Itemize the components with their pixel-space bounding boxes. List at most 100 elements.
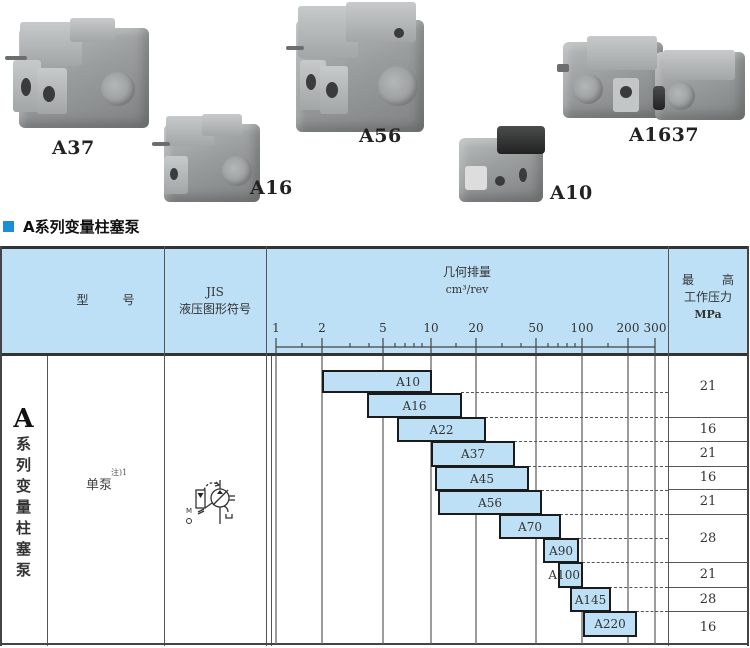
product-label-a1637: A1637 [629,124,700,146]
svg-text:M: M [186,507,192,515]
table-header [0,246,748,356]
bar-label: A16 [402,398,427,413]
series-label: A 系 列 变 量 柱 塞 泵 [0,404,47,581]
series-char: 塞 [15,540,31,558]
header-displacement-title: 几何排量 [442,265,491,279]
series-char: 泵 [15,561,31,579]
bar-label: A45 [470,471,494,486]
guide-line-a100 [609,587,668,588]
axis-tick-5: 5 [379,321,387,335]
variable-pump-symbol-icon: M [186,480,235,524]
header-pressure-part1: 最 [681,273,694,287]
range-bar-a90: A90 [543,538,579,563]
bar-label: A56 [478,495,502,510]
col-divider-jis [266,246,267,646]
header-jis: JIS 液压图形符号 [164,284,266,318]
header-pressure-part2: 高 [722,273,735,287]
guide-line-a70 [578,538,668,539]
product-photo-a16 [152,110,262,205]
bar-label: A90 [549,543,573,558]
product-photo-a56 [286,2,426,132]
header-jis-line2: 液压图形符号 [178,302,251,316]
pressure-cell: 21 [699,379,717,394]
pressure-cell: 21 [699,494,717,509]
product-label-a16: A16 [250,177,293,199]
pump-type-label: 单泵 [86,478,113,493]
pressure-cell: 16 [699,470,717,485]
pressure-divider [668,562,748,563]
range-bar-a56: A56 [438,490,542,515]
pressure-cell: 28 [699,591,717,607]
product-photo-a37 [5,8,153,133]
range-bar-a100: A100 [548,562,583,588]
range-bar-a16: A16 [367,393,462,418]
bar-label: A70 [518,519,542,534]
section-title: A系列变量柱塞泵 [3,216,140,236]
pressure-divider [668,587,748,588]
bar-label: A100 [548,568,580,582]
pressure-divider [668,611,748,612]
product-label-a10: A10 [550,182,593,204]
range-bar-a70: A70 [499,514,561,539]
header-pressure-unit: MPa [694,308,722,321]
bar-label: A22 [429,422,454,437]
pressure-cell: 21 [699,446,717,461]
header-pressure-line2: 工作压力 [683,290,732,304]
series-letter: A [13,404,34,434]
bar-label: A10 [396,374,420,389]
range-bar-a22: A22 [397,417,486,442]
header-model: 型号 [47,292,164,309]
guide-line-a45 [541,490,668,491]
pressure-cell: 28 [699,530,717,546]
spec-table: 型号 JIS 液压图形符号 几何排量 cm³/rev 最高 工作压力 MPa 1… [0,246,749,646]
table-border-bottom [0,643,748,645]
pressure-cell: 16 [699,619,717,635]
title-square-icon [3,220,14,232]
header-jis-line1: JIS [206,285,224,299]
pressure-divider [668,441,748,442]
pump-type-note: 注)1 [111,468,128,477]
log-axis [275,338,656,644]
series-char: 列 [15,456,31,474]
guide-line-a145 [636,611,668,612]
pressure-divider [668,466,748,467]
axis-tick-10: 10 [423,321,439,335]
col-divider-series [47,356,48,646]
header-model-part1: 型 [76,293,89,307]
range-bar-a10: A10 [322,370,432,393]
section-title-text: A系列变量柱塞泵 [23,217,140,236]
header-pressure: 最 高 工作压力 MPa [668,272,748,323]
range-bar-a37: A37 [431,441,515,467]
axis-tick-200: 200 [616,321,640,335]
guide-line-a90 [582,562,668,563]
table-border-right [747,246,749,646]
guide-line-a22 [514,441,668,442]
guide-line-a37 [528,466,668,467]
chart-inner-border [271,356,272,646]
header-model-part2: 号 [122,293,135,307]
series-char: 系 [15,435,31,453]
col-divider-pressure [668,246,669,646]
guide-line-a16 [485,417,668,418]
axis-tick-20: 20 [468,321,484,335]
axis-tick-300: 300 [643,321,667,335]
pressure-cell: 21 [699,567,717,582]
pump-type: 单泵 [86,474,112,493]
range-bar-a45: A45 [435,466,529,491]
axis-tick-50: 50 [528,321,544,335]
product-photo-a10 [455,124,551,206]
header-displacement-unit: cm³/rev [445,283,489,296]
pressure-cell: 16 [699,421,717,437]
header-displacement: 几何排量 cm³/rev [266,264,668,298]
range-bar-a145: A145 [570,587,611,612]
product-label-a37: A37 [52,137,95,159]
guide-line-a10 [461,392,668,393]
series-char: 变 [15,477,31,495]
bar-label: A37 [461,447,485,461]
bar-label: A145 [574,592,607,607]
range-bar-a220: A220 [583,611,637,637]
series-char: 量 [15,498,31,516]
table-border-left [0,246,2,646]
axis-tick-1: 1 [272,321,280,335]
pressure-divider [668,514,748,515]
